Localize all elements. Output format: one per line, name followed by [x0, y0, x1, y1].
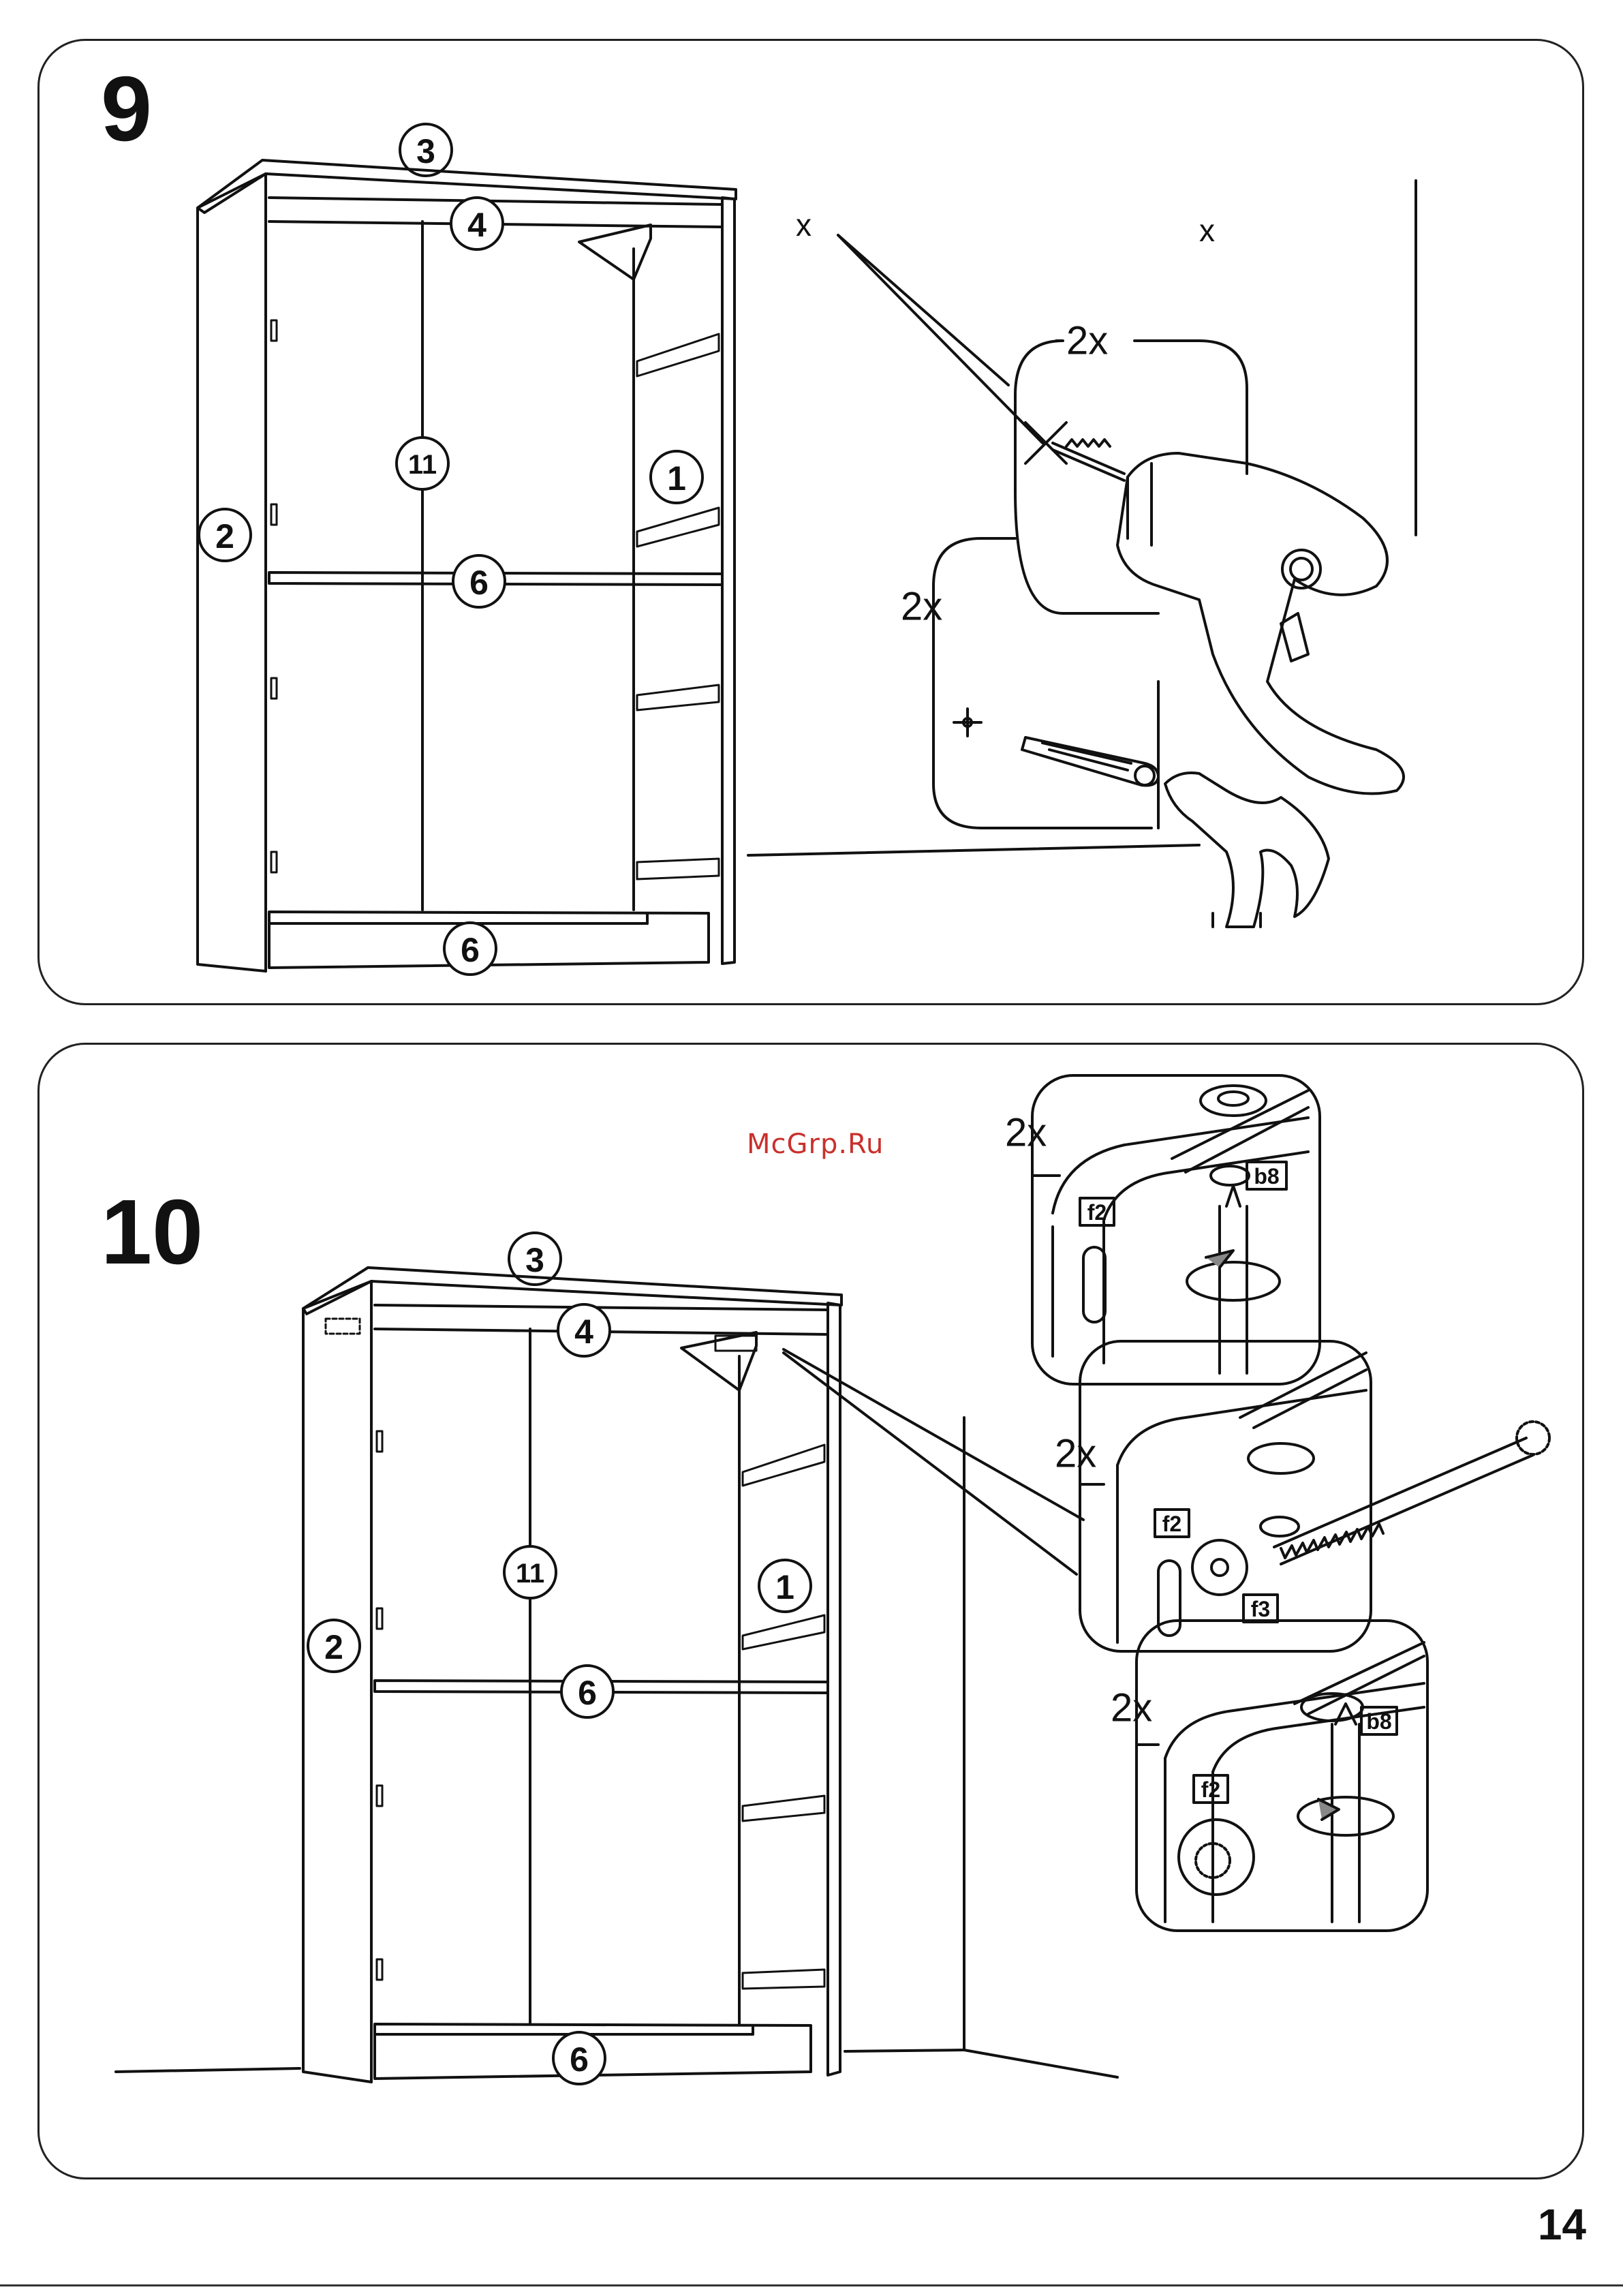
- step-10-label-bottom: 6: [570, 2040, 589, 2079]
- wall-mark-2: x: [1199, 213, 1215, 248]
- detail-1-quantity: 2x: [1005, 1111, 1047, 1155]
- step-9-part-circles: [199, 124, 702, 975]
- step-9-label-top: 3: [416, 132, 435, 170]
- step-9-label-frame: 4: [467, 206, 486, 244]
- step-9-label-right: 1: [667, 459, 686, 498]
- step-10-label-back: 11: [516, 1559, 544, 1589]
- step-10-detail-3: [1137, 1621, 1427, 1931]
- step-10-label-frame: 4: [574, 1313, 593, 1351]
- step-9-label-bottom: 6: [461, 931, 480, 969]
- step-10-label-left: 2: [324, 1628, 343, 1666]
- step-10-label-shelf: 6: [578, 1674, 597, 1712]
- step-10-label-top: 3: [525, 1241, 544, 1279]
- wall-mark-1: x: [796, 207, 812, 243]
- step-10-label-right: 1: [775, 1568, 794, 1606]
- step-9-label-shelf: 6: [469, 564, 489, 602]
- detail-1-tag-f2: f2: [1087, 1200, 1107, 1225]
- step-9-label-back: 11: [408, 450, 437, 480]
- detail-3-tag-b8: b8: [1366, 1709, 1391, 1734]
- step-10-cabinet: [116, 1268, 1117, 2082]
- detail-3-quantity: 2x: [1111, 1686, 1152, 1730]
- detail-1-tag-b8: b8: [1254, 1164, 1279, 1189]
- detail-2-quantity: 2x: [1055, 1432, 1096, 1476]
- plug-quantity: 2x: [901, 585, 942, 629]
- detail-2-tag-f2: f2: [1162, 1512, 1181, 1536]
- step-10-part-circles: [308, 1233, 811, 2084]
- step-9-wall-detail: [748, 181, 1416, 927]
- detail-3-tag-f2: f2: [1201, 1777, 1220, 1802]
- detail-2-tag-f3: f3: [1251, 1597, 1270, 1621]
- step-10-detail-1: [1032, 1075, 1320, 1384]
- drill-quantity: 2x: [1066, 319, 1108, 363]
- step-10-detail-2: [1080, 1341, 1549, 1651]
- step-9-label-left: 2: [215, 517, 234, 555]
